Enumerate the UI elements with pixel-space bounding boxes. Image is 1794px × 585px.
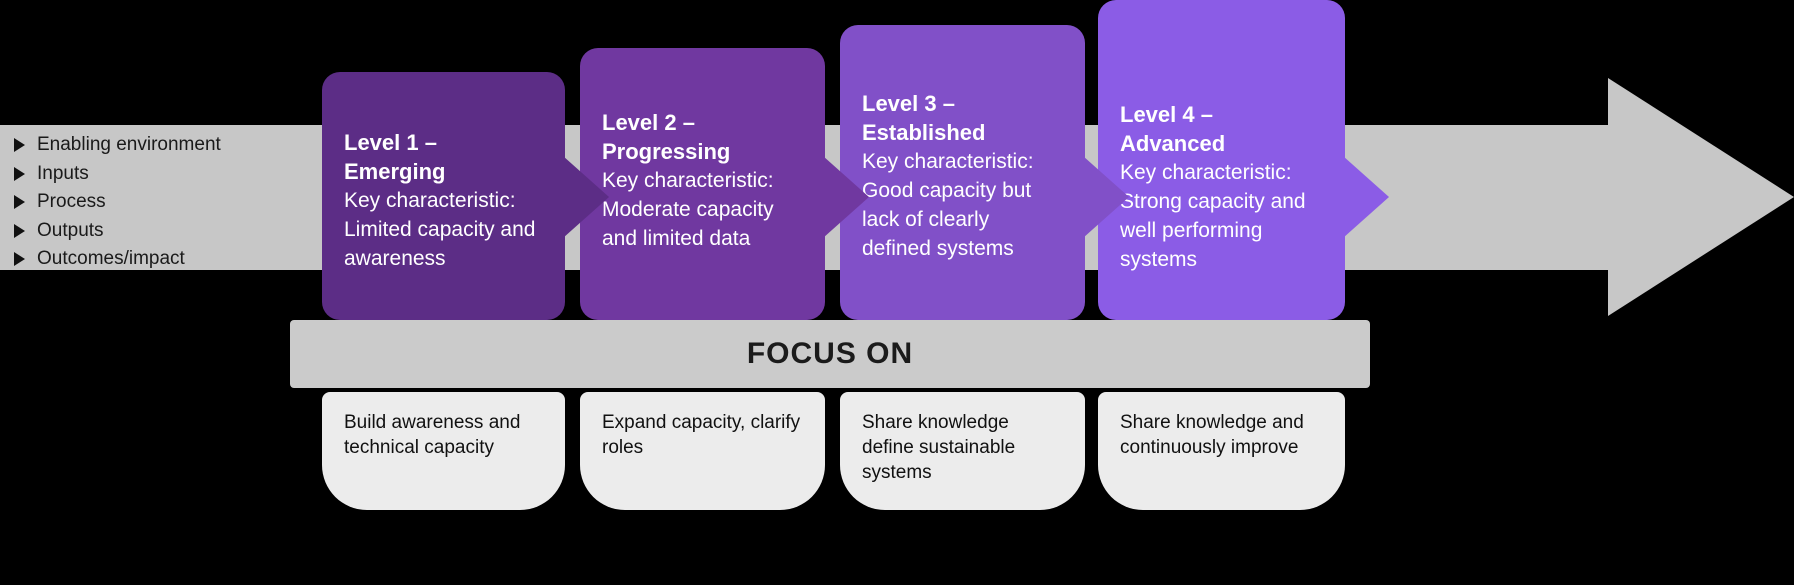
- level-4-characteristic: Key characteristic: Strong capacity and …: [1120, 161, 1306, 271]
- focus-item-1: Build awareness and technical capacity: [322, 392, 565, 510]
- level-4-content: Level 4 – Advanced Key characteristic: S…: [1120, 0, 1315, 274]
- focus-item-4: Share knowledge and continuously improve: [1098, 392, 1345, 510]
- stage-list-item-label: Outcomes/impact: [37, 248, 185, 269]
- progress-arrow-head-icon: [1608, 78, 1794, 316]
- stage-list-item: Process: [14, 188, 221, 217]
- stage-list-item: Outputs: [14, 217, 221, 246]
- focus-item-3: Share knowledge define sustainable syste…: [840, 392, 1085, 510]
- triangle-bullet-icon: [14, 138, 25, 153]
- level-3-title: Level 3 – Established: [862, 91, 986, 145]
- focus-item-3-label: Share knowledge define sustainable syste…: [862, 412, 1016, 483]
- triangle-bullet-icon: [14, 166, 25, 181]
- focus-item-2: Expand capacity, clarify roles: [580, 392, 825, 510]
- level-3-box: Level 3 – Established Key characteristic…: [840, 25, 1085, 320]
- level-1-characteristic: Key characteristic: Limited capacity and…: [344, 189, 536, 270]
- triangle-bullet-icon: [14, 252, 25, 267]
- level-4-title: Level 4 – Advanced: [1120, 102, 1226, 156]
- focus-item-4-label: Share knowledge and continuously improve: [1120, 412, 1304, 458]
- stage-list-item-label: Outputs: [37, 219, 104, 241]
- stage-list: Enabling environment Inputs Process Outp…: [14, 131, 221, 274]
- focus-on-label: FOCUS ON: [746, 337, 914, 370]
- level-2-title: Level 2 – Progressing: [602, 110, 731, 164]
- stage-list-item: Inputs: [14, 160, 221, 189]
- level-3-content: Level 3 – Established Key characteristic…: [862, 25, 1057, 263]
- level-1-box: Level 1 – Emerging Key characteristic: L…: [322, 72, 565, 320]
- level-1-title: Level 1 – Emerging: [344, 130, 446, 184]
- level-2-content: Level 2 – Progressing Key characteristic…: [602, 48, 797, 253]
- triangle-bullet-icon: [14, 223, 25, 238]
- level-4-box: Level 4 – Advanced Key characteristic: S…: [1098, 0, 1345, 320]
- focus-item-2-label: Expand capacity, clarify roles: [602, 412, 801, 458]
- stage-list-item: Outcomes/impact: [14, 245, 221, 274]
- focus-item-1-label: Build awareness and technical capacity: [344, 412, 521, 458]
- stage-list-item-label: Process: [37, 191, 106, 212]
- stage-list-item: Enabling environment: [14, 131, 221, 160]
- level-2-characteristic: Key characteristic: Moderate capacity an…: [602, 169, 774, 250]
- level-2-box: Level 2 – Progressing Key characteristic…: [580, 48, 825, 320]
- stage-list-item-label: Enabling environment: [37, 134, 221, 155]
- focus-on-bar: FOCUS ON: [290, 320, 1370, 388]
- stage-list-item-label: Inputs: [37, 162, 89, 184]
- triangle-bullet-icon: [14, 195, 25, 210]
- level-3-characteristic: Key characteristic: Good capacity but la…: [862, 150, 1034, 260]
- level-1-content: Level 1 – Emerging Key characteristic: L…: [344, 72, 539, 273]
